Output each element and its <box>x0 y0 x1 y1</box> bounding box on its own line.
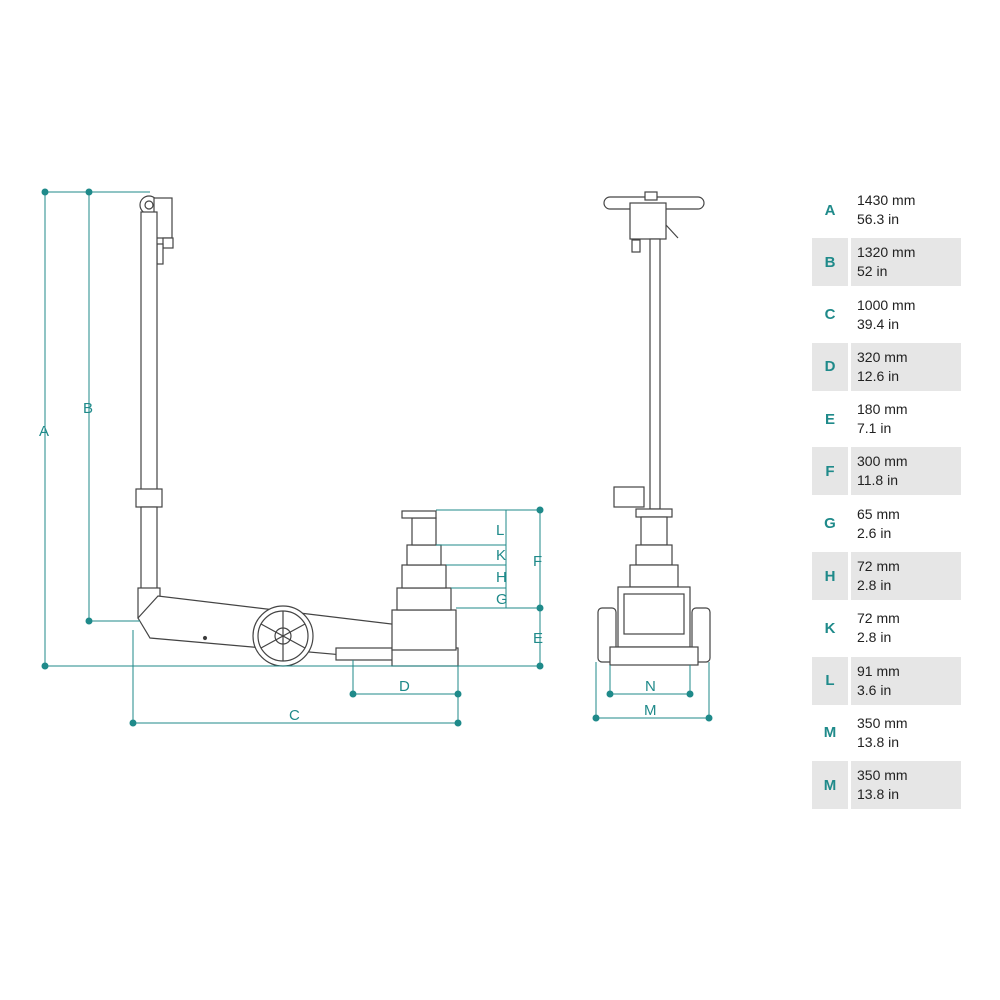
cylinder-stage-k <box>406 544 442 566</box>
dim-label-g: G <box>496 591 508 608</box>
spec-values: 350 mm 13.8 in <box>851 761 961 810</box>
spec-letter: E <box>824 410 835 428</box>
spec-inch: 2.8 in <box>857 577 892 594</box>
dim-label-a: A <box>39 423 49 440</box>
spec-row-m: M 350 mm 13.8 in <box>812 709 961 757</box>
spec-inch: 2.6 in <box>857 524 892 541</box>
spec-inch: 13.8 in <box>857 733 900 750</box>
dim-label-k: K <box>496 547 506 564</box>
spec-row-k: K 72 mm 2.8 in <box>812 604 961 652</box>
spec-table: A 1430 mm 56.3 in B 1320 mm 52 in C 1000… <box>812 186 961 814</box>
spec-letter: G <box>824 515 836 533</box>
spec-letter: K <box>824 619 836 637</box>
spec-values: 1320 mm 52 in <box>851 238 961 287</box>
saddle <box>401 510 437 519</box>
spec-letter: B <box>812 238 848 287</box>
spec-mm: 320 mm <box>857 348 908 365</box>
spec-mm: 91 mm <box>857 662 900 679</box>
spec-inch: 13.8 in <box>857 786 900 803</box>
dim-label-f: F <box>533 553 542 570</box>
spec-values: 91 mm 3.6 in <box>851 656 961 705</box>
spec-values: 350 mm 13.8 in <box>851 709 961 757</box>
spec-letter: C <box>824 306 836 324</box>
dimension-label-group: A B C D E F G H K L N M <box>39 400 657 724</box>
spec-letter: D <box>812 342 848 391</box>
spec-row-f: F 300 mm 11.8 in <box>812 447 961 496</box>
spec-mm: 72 mm <box>857 558 900 575</box>
front-collar <box>613 486 645 508</box>
cylinder-stage-l <box>411 517 437 546</box>
spec-values: 300 mm 11.8 in <box>851 447 961 496</box>
spec-row-h: H 72 mm 2.8 in <box>812 552 961 601</box>
cylinder-stage-h <box>401 564 447 589</box>
spec-values: 180 mm 7.1 in <box>851 395 961 443</box>
spec-inch: 12.6 in <box>857 367 900 384</box>
front-view-jack <box>597 191 711 666</box>
spec-inch: 7.1 in <box>857 420 892 437</box>
handle-collar <box>135 488 163 508</box>
spec-row-c: C 1000 mm 39.4 in <box>812 291 961 339</box>
spec-row-m-2: M 350 mm 13.8 in <box>812 761 961 810</box>
spec-mm: 350 mm <box>857 714 908 731</box>
handle-upper-tube <box>140 211 158 491</box>
side-view-jack <box>135 195 459 667</box>
foot-bracket <box>335 647 397 661</box>
dim-label-e: E <box>533 630 543 647</box>
spec-row-d: D 320 mm 12.6 in <box>812 342 961 391</box>
dim-label-l: L <box>496 522 504 539</box>
spec-letter: H <box>812 552 848 601</box>
spec-mm: 1320 mm <box>857 244 916 261</box>
spec-row-b: B 1320 mm 52 in <box>812 238 961 287</box>
spec-row-l: L 91 mm 3.6 in <box>812 656 961 705</box>
spec-inch: 3.6 in <box>857 681 892 698</box>
spec-values: 72 mm 2.8 in <box>851 604 961 652</box>
spec-values: 1430 mm 56.3 in <box>851 186 961 234</box>
spec-values: 320 mm 12.6 in <box>851 342 961 391</box>
spec-mm: 300 mm <box>857 453 908 470</box>
front-saddle <box>635 508 673 518</box>
spec-inch: 52 in <box>857 263 888 280</box>
spec-inch: 2.8 in <box>857 629 892 646</box>
handle-lower-tube <box>140 506 158 590</box>
spec-letter: M <box>812 761 848 810</box>
dim-label-b: B <box>83 400 93 417</box>
spec-mm: 72 mm <box>857 610 900 627</box>
front-base <box>609 646 699 666</box>
spec-values: 72 mm 2.8 in <box>851 552 961 601</box>
spec-inch: 11.8 in <box>857 472 898 489</box>
base-plate <box>391 647 459 667</box>
spec-letter: M <box>823 724 837 742</box>
spec-mm: 65 mm <box>857 505 900 522</box>
spec-letter: L <box>812 656 848 705</box>
spec-row-a: A 1430 mm 56.3 in <box>812 186 961 234</box>
dim-label-h: H <box>496 569 507 586</box>
spec-mm: 180 mm <box>857 401 908 418</box>
spec-mm: 350 mm <box>857 767 908 784</box>
spec-letter: A <box>824 201 836 219</box>
dim-label-d: D <box>399 678 410 695</box>
dim-label-n: N <box>645 678 656 695</box>
spec-row-g: G 65 mm 2.6 in <box>812 500 961 548</box>
front-handle-shaft <box>649 238 661 510</box>
spec-inch: 39.4 in <box>857 315 900 332</box>
spec-values: 65 mm 2.6 in <box>851 500 961 548</box>
spec-letter: F <box>812 447 848 496</box>
cylinder-stage-g <box>396 587 452 611</box>
dim-label-c: C <box>289 707 300 724</box>
spec-row-e: E 180 mm 7.1 in <box>812 395 961 443</box>
control-block <box>629 202 667 240</box>
cylinder-base <box>391 609 457 651</box>
dimension-lines <box>41 188 713 727</box>
spec-values: 1000 mm 39.4 in <box>851 291 961 339</box>
spec-inch: 56.3 in <box>857 211 900 227</box>
spec-mm: 1430 mm <box>857 192 916 208</box>
dim-label-m: M <box>644 702 657 719</box>
spec-mm: 1000 mm <box>857 296 916 313</box>
